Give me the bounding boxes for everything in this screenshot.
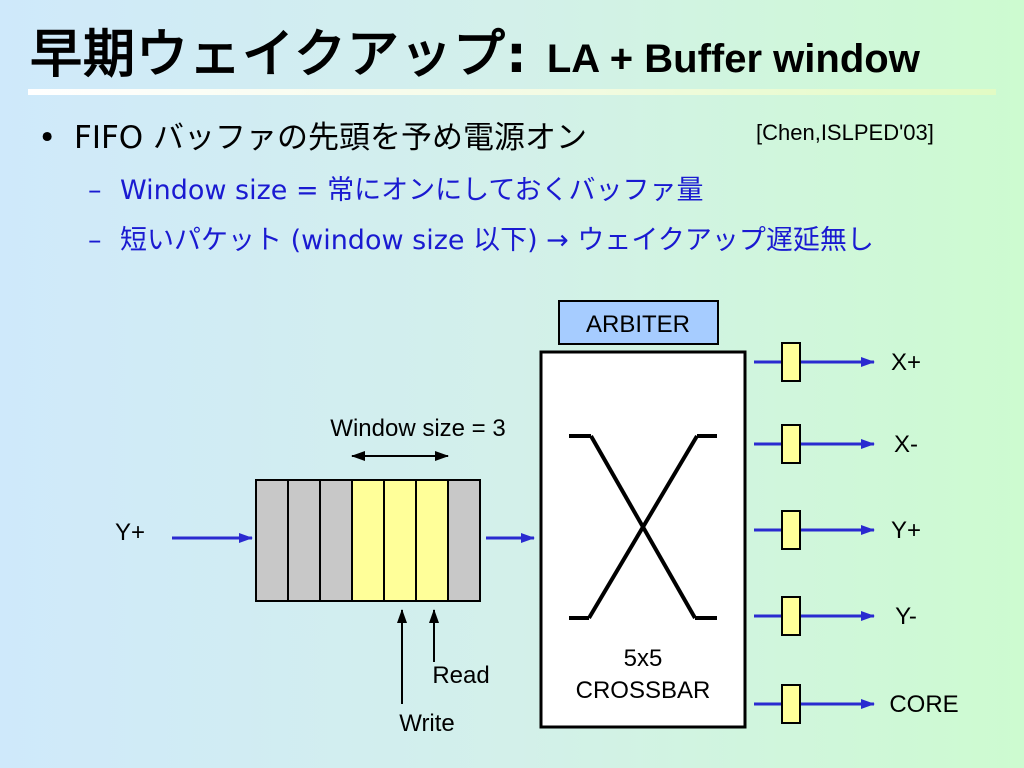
read-label: Read [432, 662, 489, 689]
input-label: Y+ [115, 519, 145, 546]
crossbar-x-symbol [569, 434, 717, 620]
citation: [Chen,ISLPED'03] [756, 120, 934, 145]
output-ports: X+ X- Y+ Y- CORE [754, 342, 959, 724]
window-size-label: Window size = 3 [330, 415, 505, 442]
output-label: Y- [895, 603, 917, 630]
output-port: X+ [754, 342, 921, 382]
sub-bullet-text: 短いパケット (window size 以下) → ウェイクアップ遅延無し [120, 225, 874, 256]
bullet-marker: • [38, 120, 57, 156]
sub-bullet-marker: – [88, 175, 102, 206]
title-underline [28, 89, 996, 95]
output-label: X+ [891, 349, 921, 376]
buffer-slot-powered [415, 479, 449, 602]
sub-bullet-short-packet: –短いパケット (window size 以下) → ウェイクアップ遅延無し [88, 218, 874, 257]
sub-bullet-text: Window size = 常にオンにしておくバッファ量 [120, 175, 704, 206]
sub-bullet-marker: – [88, 225, 102, 256]
output-buffer-box [781, 510, 801, 550]
output-label: X- [894, 431, 918, 458]
output-label: CORE [889, 691, 958, 718]
output-port: Y- [754, 596, 917, 636]
slide-title: 早期ウェイクアップ: LA + Buffer window [30, 12, 920, 87]
output-port: X- [754, 424, 918, 464]
buffer-slot-powered [383, 479, 417, 602]
crossbar-name-label: CROSSBAR [576, 677, 711, 704]
crossbar-size-label: 5x5 [624, 645, 663, 672]
arbiter-label: ARBITER [586, 311, 690, 338]
buffer-slot-off [319, 479, 353, 602]
output-port: CORE [754, 684, 959, 724]
output-port: Y+ [754, 510, 921, 550]
buffer-slot-powered [351, 479, 385, 602]
output-buffer-box [781, 342, 801, 382]
bullet-text: FIFO バッファの先頭を予め電源オン [74, 120, 588, 156]
sub-bullet-window-size: –Window size = 常にオンにしておくバッファ量 [88, 168, 704, 207]
output-label: Y+ [891, 517, 921, 544]
crossbar-box [539, 350, 747, 729]
write-label: Write [399, 710, 455, 737]
title-sub: LA + Buffer window [546, 37, 920, 81]
output-buffer-box [781, 596, 801, 636]
buffer-slot-off [287, 479, 321, 602]
title-main: 早期ウェイクアップ: [30, 25, 547, 85]
output-buffer-box [781, 424, 801, 464]
fifo-buffer [255, 479, 481, 602]
main-bullet: • FIFO バッファの先頭を予め電源オン [38, 112, 587, 157]
buffer-slot-off [255, 479, 289, 602]
buffer-slot-off [447, 479, 481, 602]
output-buffer-box [781, 684, 801, 724]
arbiter-box [558, 300, 719, 345]
